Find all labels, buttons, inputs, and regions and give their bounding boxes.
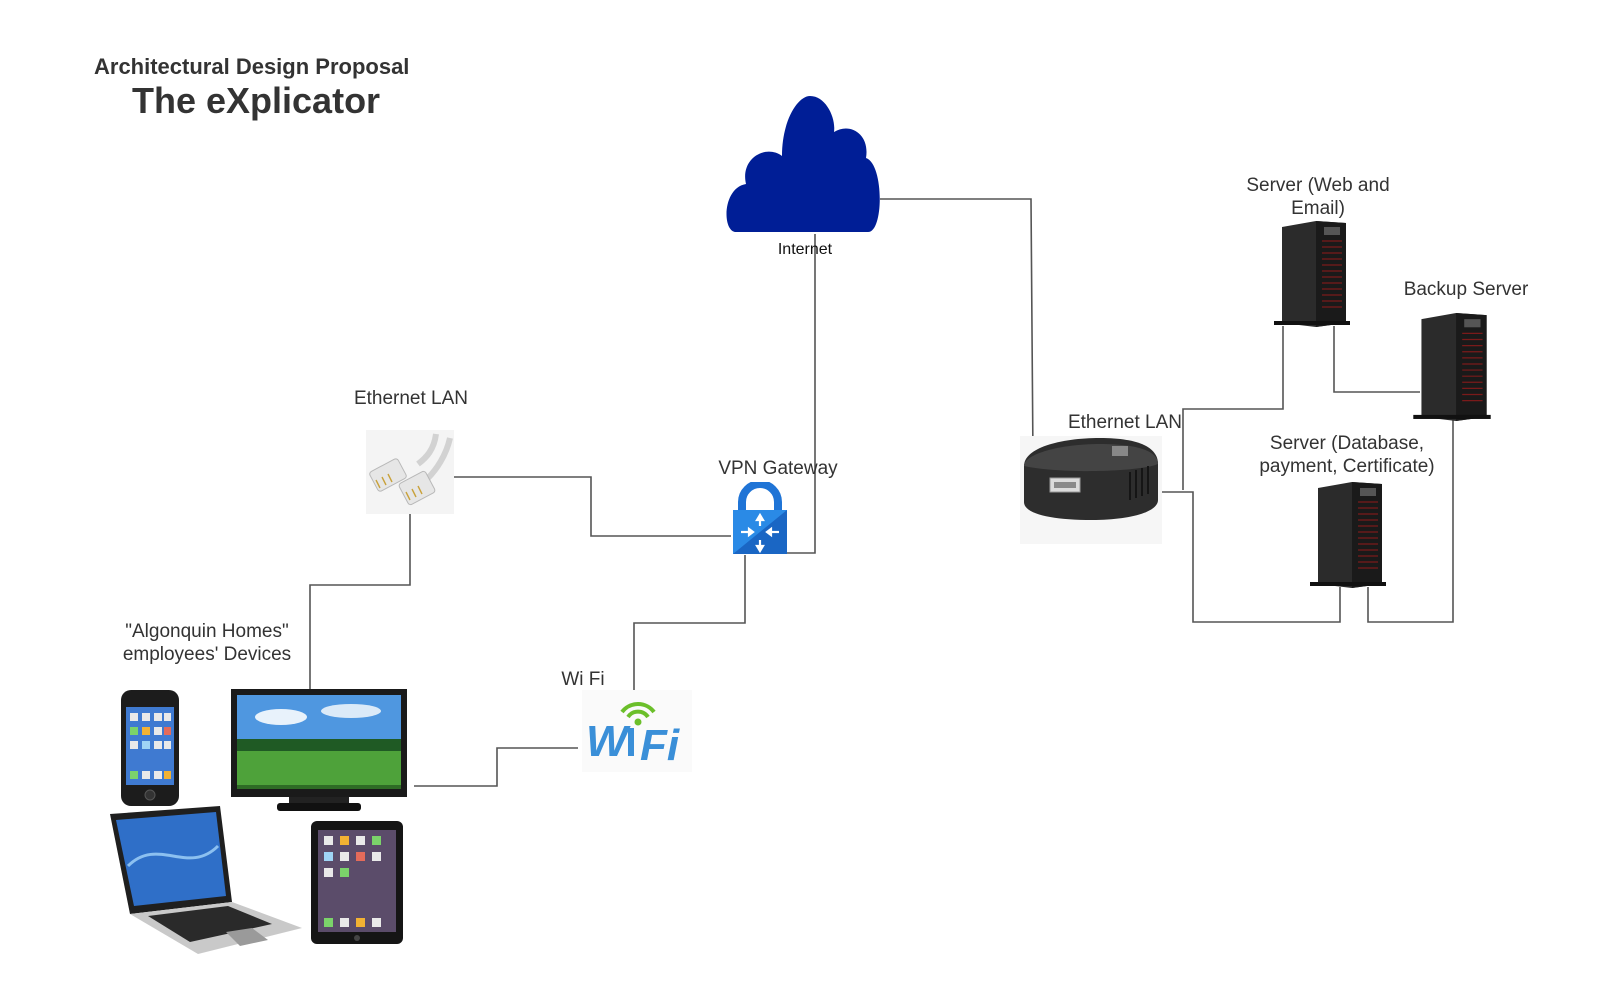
- link-wifi-to-devices: [414, 747, 578, 787]
- tv-icon: [231, 689, 407, 811]
- link-vpn-to-wifi: [633, 555, 746, 692]
- internet-label: Internet: [777, 241, 833, 258]
- server-web-email-label: Server (Web and Email): [1246, 175, 1390, 219]
- wifi-icon: W Fi: [582, 690, 692, 772]
- backup-server-label: Backup Server: [1403, 279, 1529, 300]
- devices-label: "Algonquin Homes" employees' Devices: [122, 621, 292, 665]
- diagram-title: The eXplicator: [132, 80, 381, 121]
- tower-server-icon: [1274, 221, 1350, 327]
- link-ethernet-to-devices: [309, 498, 411, 693]
- diagram-subtitle: Architectural Design Proposal: [94, 54, 410, 79]
- lan-router-icon: [1020, 436, 1162, 544]
- laptop-icon: [110, 806, 302, 954]
- ethernet-lan-right-label: Ethernet LAN: [1067, 412, 1183, 433]
- server-db-label: Server (Database, payment, Certificate): [1259, 433, 1435, 477]
- svg-text:W: W: [586, 717, 631, 766]
- link-web-to-backup: [1333, 326, 1420, 393]
- link-lan-to-db-server: [1160, 491, 1341, 623]
- tower-server-icon: [1310, 482, 1386, 588]
- vpn-lock-icon[interactable]: [731, 482, 789, 557]
- link-internet-to-vpn: [787, 234, 816, 554]
- wifi-label: Wi Fi: [561, 669, 605, 690]
- link-lan-to-web-server: [1182, 326, 1284, 490]
- vpn-gateway-label: VPN Gateway: [718, 458, 838, 479]
- tower-server-icon: [1413, 313, 1491, 421]
- smartphone-icon: [121, 690, 179, 806]
- link-ethernet-to-vpn: [452, 476, 731, 537]
- link-internet-to-lan-right: [880, 198, 1034, 461]
- svg-text:Fi: Fi: [640, 721, 680, 770]
- link-db-to-backup: [1367, 418, 1454, 623]
- ethernet-cable-icon: [366, 430, 454, 514]
- tablet-icon: [311, 821, 403, 944]
- ethernet-lan-left-label: Ethernet LAN: [353, 388, 469, 409]
- cloud-icon: [726, 96, 880, 232]
